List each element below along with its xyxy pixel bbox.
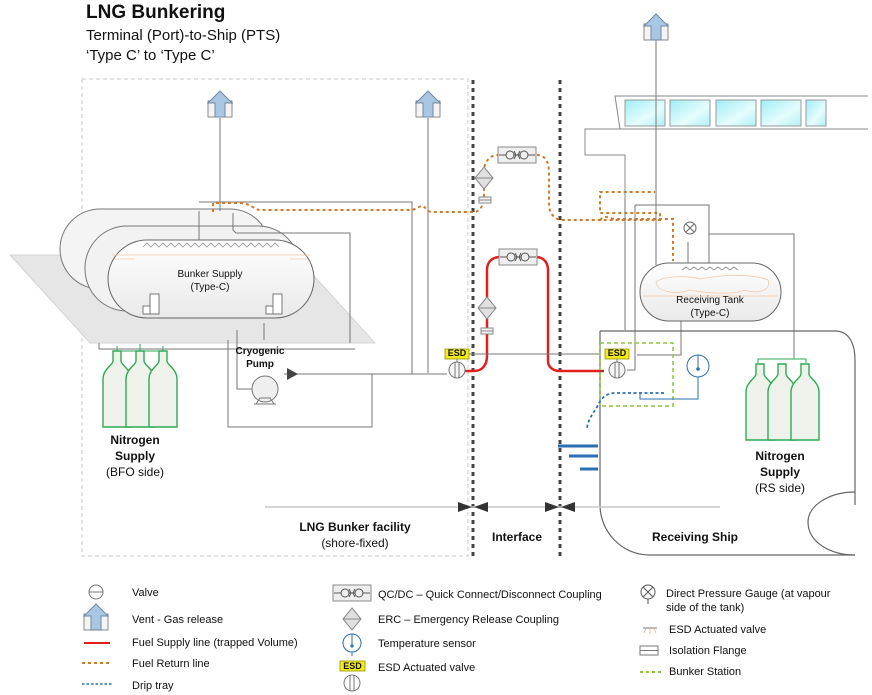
pump-name: Cryogenic — [235, 346, 285, 357]
bunker-station — [599, 342, 674, 407]
spray-nozzles — [142, 242, 280, 248]
page-subtitle-2: ‘Type C’ to ‘Type C’ — [86, 47, 215, 64]
page-title: LNG Bunkering — [86, 2, 226, 23]
zone-interface: Interface — [491, 530, 543, 544]
legend-label: Isolation Flange — [669, 645, 747, 657]
legend-label: Fuel Supply line (trapped Volume) — [132, 637, 298, 649]
pressure-gauge-icon — [683, 221, 697, 235]
qcdc-coupling-icon — [332, 584, 372, 602]
bridge-windows — [624, 99, 827, 127]
legend-label: Valve — [132, 587, 159, 599]
receiving-tank — [639, 262, 782, 322]
esd-valve-icon — [339, 660, 366, 692]
drip-tray-lines — [558, 444, 598, 471]
ship-piping — [624, 198, 795, 371]
legend-label: ESD Actuated valve — [669, 624, 767, 636]
esd-tag-ship: ESD — [607, 348, 627, 358]
qcdc-coupling-icon — [498, 248, 538, 266]
isolation-flange-icon — [478, 196, 492, 204]
erc-coupling-icon — [342, 607, 362, 631]
receiving-tank-type: (Type-C) — [690, 308, 730, 319]
temperature-sensor-icon — [342, 633, 362, 656]
legend-label: Drip tray — [132, 680, 174, 692]
legend-label: QC/DC – Quick Connect/Disconnect Couplin… — [378, 589, 602, 601]
cryogenic-pump — [251, 368, 298, 405]
pressure-gauge-icon — [640, 584, 656, 604]
valve-icon — [88, 584, 104, 600]
tank-saddle-right — [272, 293, 283, 315]
ship-bridge — [584, 95, 868, 198]
nitrogen-supply-rs — [745, 356, 820, 441]
legend-label: Fuel Return line — [132, 658, 210, 670]
zone-dimension-line — [265, 502, 720, 512]
legend-esd-tag: ESD — [343, 661, 362, 671]
legend-label: Bunker Station — [669, 666, 742, 678]
nitrogen-rs-line3: (RS side) — [754, 481, 805, 495]
vent-icon — [415, 90, 441, 118]
legend-label: Temperature sensor — [378, 638, 476, 650]
zone-receiving-ship: Receiving Ship — [651, 530, 739, 544]
spray-valve-icon — [643, 627, 657, 634]
erc-coupling-icon — [477, 296, 497, 320]
vent-icon — [643, 13, 669, 41]
nitrogen-bfo-line2: Supply — [114, 449, 155, 463]
bunker-tank-label: Bunker Supply (Type-C) — [150, 268, 270, 294]
fuel-supply-line — [463, 255, 604, 373]
temperature-sensor-icon — [639, 354, 710, 400]
pump-name-2: Pump — [246, 359, 274, 370]
pump-label: Cryogenic Pump — [230, 345, 290, 371]
qcdc-coupling-icon — [497, 146, 537, 164]
page-subtitle: Terminal (Port)-to-Ship (PTS) — [86, 27, 281, 44]
erc-coupling-icon — [474, 166, 494, 190]
nitrogen-rs-label: Nitrogen Supply (RS side) — [730, 448, 830, 496]
legend-label: Vent - Gas release — [132, 614, 224, 626]
receiving-tank-name: Receiving Tank — [676, 295, 744, 306]
ship-hull — [599, 330, 856, 556]
bunker-tank-name: Bunker Supply — [177, 269, 243, 280]
legend-label: ERC – Emergency Release Coupling — [378, 614, 559, 626]
nitrogen-bfo-label: Nitrogen Supply (BFO side) — [85, 432, 185, 480]
legend-label: ESD Actuated valve — [378, 662, 476, 674]
zone-bunker-facility-name: LNG Bunker facility — [299, 520, 411, 534]
isolation-flange-icon — [639, 645, 659, 656]
nitrogen-supply-bfo — [102, 344, 178, 428]
legend-icons — [82, 584, 661, 692]
nitrogen-bfo-line1: Nitrogen — [110, 433, 160, 447]
vent-icon — [207, 90, 233, 118]
bunker-tank-type: (Type-C) — [190, 282, 230, 293]
nitrogen-rs-line1: Nitrogen — [755, 449, 805, 463]
esd-tag-shore: ESD — [447, 348, 467, 358]
isolation-flange-icon — [480, 327, 494, 335]
zone-bunker-facility-desc: (shore-fixed) — [321, 536, 389, 550]
nitrogen-bfo-line3: (BFO side) — [105, 465, 164, 479]
vent-icon — [83, 603, 109, 631]
drip-tray-line — [586, 392, 664, 429]
legend-label: Direct Pressure Gauge (at vapour side of… — [666, 588, 831, 614]
tank-saddle-left — [149, 293, 160, 315]
zone-bunker-facility: LNG Bunker facility (shore-fixed) — [280, 519, 430, 551]
receiving-tank-label: Receiving Tank (Type-C) — [650, 294, 770, 320]
shore-piping — [98, 118, 447, 428]
nitrogen-rs-line2: Supply — [759, 465, 800, 479]
